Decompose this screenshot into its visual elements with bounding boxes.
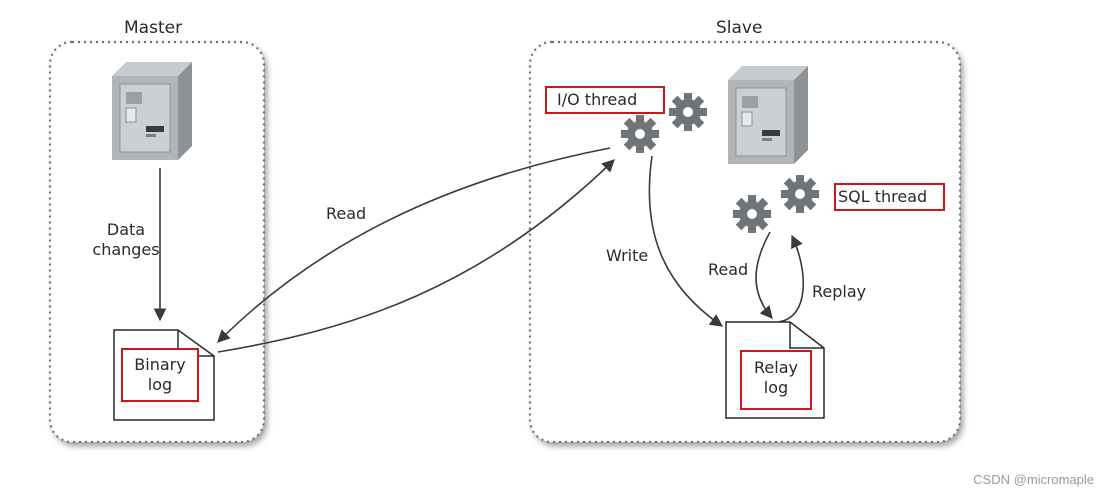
io-thread-label: I/O thread — [545, 86, 665, 114]
binary-log-line1: Binary — [134, 355, 186, 374]
data-changes-line2: changes — [92, 240, 160, 259]
binary-log-label: Binary log — [121, 348, 199, 402]
slave-title: Slave — [716, 18, 763, 38]
replay-label: Replay — [812, 282, 867, 301]
io-thread-gears-icon — [621, 93, 707, 153]
master-title: Master — [124, 18, 183, 38]
watermark-text: CSDN @micromaple — [973, 472, 1094, 487]
read-arrow-to-binlog — [217, 147, 611, 343]
master-container — [48, 40, 266, 444]
sql-thread-label: SQL thread — [834, 183, 945, 211]
binary-log-line2: log — [147, 375, 173, 394]
write-label: Write — [606, 246, 649, 265]
master-server-icon — [111, 61, 193, 161]
relay-log-label: Relay log — [740, 350, 812, 410]
read-label-main: Read — [326, 204, 367, 223]
write-arrow — [648, 155, 724, 327]
data-changes-label: Data changes — [86, 220, 166, 260]
sql-thread-gears-icon — [733, 175, 819, 233]
read-label-relay: Read — [708, 260, 749, 279]
read-arrow-to-io-thread — [217, 159, 615, 353]
read-arrow-to-relay-log — [755, 231, 773, 319]
replay-arrow — [777, 234, 805, 323]
slave-server-icon — [727, 65, 809, 165]
relay-log-line2: log — [763, 378, 789, 397]
relay-log-line1: Relay — [754, 358, 798, 377]
data-changes-line1: Data — [106, 220, 146, 239]
